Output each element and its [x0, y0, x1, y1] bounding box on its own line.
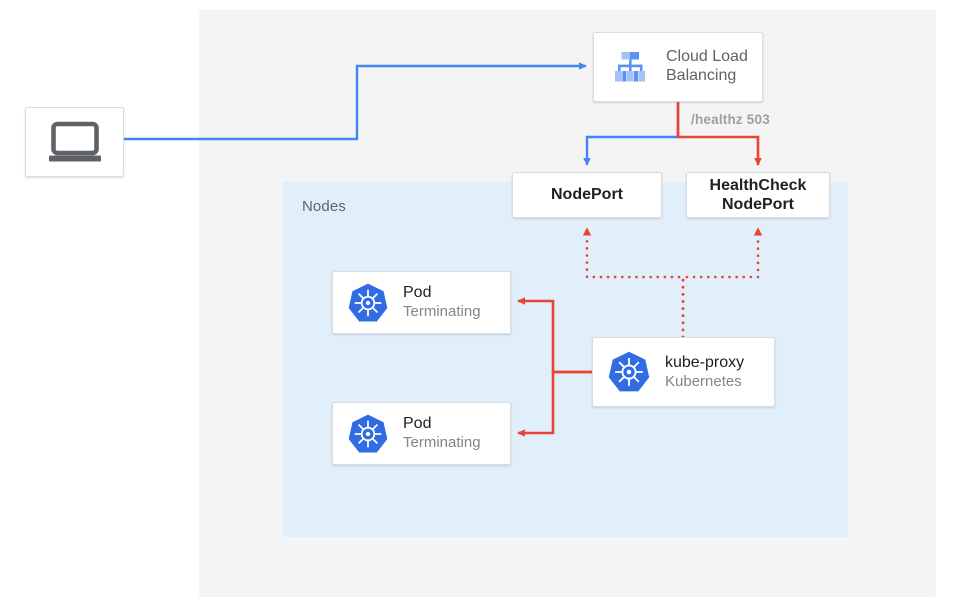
- kube-proxy-node[interactable]: kube-proxy Kubernetes: [592, 337, 775, 407]
- pod-1-title: Pod: [403, 284, 432, 302]
- load-balancer-title-line1: Cloud Load: [666, 48, 748, 66]
- healthz-edge-label: /healthz 503: [691, 112, 770, 127]
- edge-kubeproxy-to-healthcheck-nodeport-dotted: [681, 226, 763, 339]
- cloud-load-balancing-icon: [605, 42, 655, 92]
- edge-client-to-load-balancer: [124, 62, 587, 141]
- kubernetes-icon: [607, 350, 651, 394]
- kubernetes-icon: [347, 413, 389, 455]
- healthcheck-nodeport-node[interactable]: HealthCheck NodePort: [686, 172, 830, 218]
- edge-kubeproxy-to-pod-2: [517, 370, 592, 437]
- pod-2-status: Terminating: [403, 434, 481, 452]
- nodeport-label: NodePort: [551, 186, 623, 204]
- laptop-icon: [47, 121, 103, 163]
- nodeport-node[interactable]: NodePort: [512, 172, 662, 218]
- edge-load-balancer-to-healthcheck-nodeport: [676, 102, 762, 166]
- nodes-region-label: Nodes: [302, 198, 346, 215]
- healthcheck-nodeport-label-line1: HealthCheck: [709, 176, 807, 194]
- pod-1-status: Terminating: [403, 303, 481, 321]
- kube-proxy-subtitle: Kubernetes: [665, 372, 742, 390]
- kube-proxy-title: kube-proxy: [665, 353, 745, 371]
- edge-kubeproxy-to-pod-1: [517, 297, 592, 374]
- edge-load-balancer-to-nodeport: [583, 102, 680, 166]
- pod-node-1[interactable]: Pod Terminating: [332, 271, 511, 334]
- kubernetes-icon: [347, 282, 389, 324]
- pod-2-title: Pod: [403, 415, 432, 433]
- edge-kubeproxy-to-nodeport-dotted: [582, 226, 685, 339]
- healthcheck-nodeport-label-line2: NodePort: [722, 196, 794, 213]
- pod-node-2[interactable]: Pod Terminating: [332, 402, 511, 465]
- cloud-load-balancing-node[interactable]: Cloud Load Balancing: [593, 32, 763, 102]
- load-balancer-title-line2: Balancing: [666, 67, 737, 84]
- client-node[interactable]: [25, 107, 124, 177]
